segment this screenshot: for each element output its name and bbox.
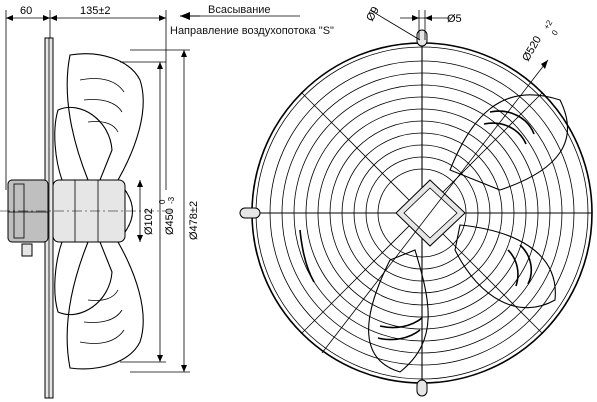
airflow-arrow-head [180, 12, 190, 20]
side-view: 60 135±2 Ø102 [0, 5, 200, 399]
mount-foot-bottom [416, 379, 428, 397]
suction-label: Всасывание [208, 4, 271, 16]
blade-slots [299, 110, 535, 341]
blade-lower [66, 241, 144, 370]
mount-foot-left [239, 207, 261, 219]
blade-bottom [368, 249, 429, 373]
dim-60-label: 60 [20, 5, 32, 17]
dim-hole-leader [369, 9, 421, 41]
dim-guard-tol-bottom: 0 [550, 28, 560, 37]
blade-bottom-right [454, 224, 556, 309]
dim-wire-label: Ø5 [447, 13, 462, 25]
blade-lower-rear [54, 241, 113, 316]
dim-135-label: 135±2 [80, 5, 111, 17]
airflow-arrow-group: Всасывание Направление воздухопотока "S" [170, 4, 334, 37]
mount-foot-top [416, 29, 428, 47]
dim-guard-label: Ø520 [520, 34, 544, 63]
front-view: Ø5 Ø9 Ø520 +2 0 [239, 5, 593, 397]
dim-overall-label: Ø478±2 [188, 201, 200, 240]
blade-top-right [449, 94, 569, 191]
dim-blade-tol-top: 0 [158, 199, 167, 204]
dim-hub-label: Ø102 [143, 208, 155, 235]
dim-hole-label: Ø9 [364, 5, 382, 24]
dim-guard-line [321, 59, 549, 354]
blade-upper-rear [54, 106, 113, 181]
airflow-direction-label: Направление воздухопотока "S" [170, 25, 334, 37]
cable-gland [21, 243, 33, 257]
blade-upper [66, 53, 144, 181]
dim-blade-label: Ø450 [164, 208, 176, 235]
dim-blade-tol-bottom: -3 [167, 196, 176, 204]
